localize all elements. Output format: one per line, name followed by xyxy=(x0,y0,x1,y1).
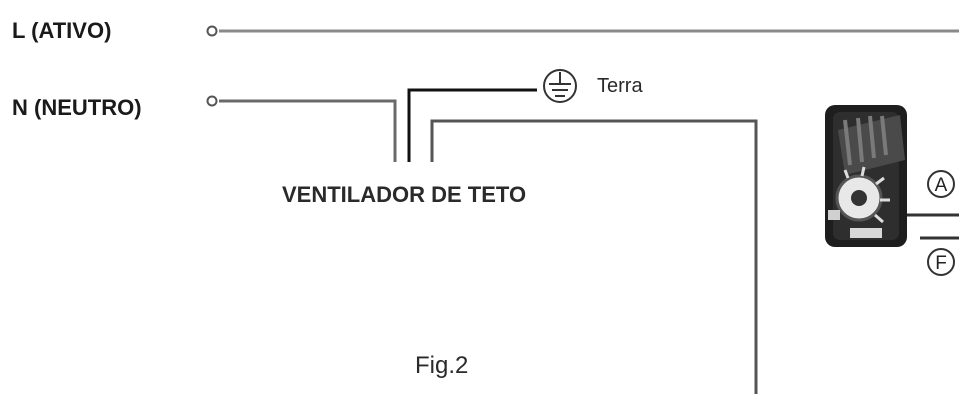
ground-wire xyxy=(407,88,537,162)
neutral-label: N (NEUTRO) xyxy=(12,95,142,120)
fan-label: VENTILADOR DE TETO xyxy=(282,182,527,207)
terminal-f-icon xyxy=(927,248,955,276)
live-terminal-icon xyxy=(206,25,218,37)
neutral-terminal-icon xyxy=(206,95,218,107)
ground-icon xyxy=(543,69,577,103)
figure-caption: Fig.2 xyxy=(415,352,469,379)
terminal-a-icon xyxy=(927,170,955,198)
ground-label: Terra xyxy=(597,75,643,97)
terminal-f-label: F xyxy=(935,253,947,274)
terminal-a-label: A xyxy=(935,175,948,196)
fan-switch-wire xyxy=(430,119,758,394)
rotary-switch-icon xyxy=(825,105,959,247)
neutral-wire xyxy=(219,99,397,162)
live-label: L (ATIVO) xyxy=(12,18,112,43)
